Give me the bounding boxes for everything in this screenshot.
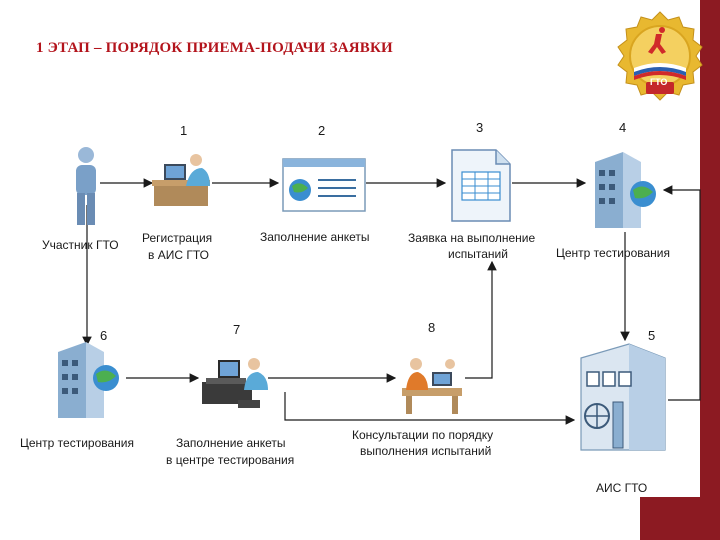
registration-workstation-icon: [152, 154, 210, 206]
registration-label-line1: Регистрация: [142, 231, 213, 245]
step-number-2: 2: [318, 123, 326, 138]
form-center-label-line1: Заполнение анкеты: [176, 436, 286, 450]
form-center-workstation-icon: [202, 358, 268, 408]
slide-title: 1 ЭТАП – ПОРЯДОК ПРИЕМА-ПОДАЧИ ЗАЯВКИ: [36, 40, 393, 56]
arrow-form-center-to-ais: [284, 392, 576, 425]
step-number-8: 8: [428, 320, 436, 335]
ais-gto-label: АИС ГТО: [596, 481, 648, 495]
logo-text: ГТО: [650, 77, 668, 87]
questionnaire-form-icon: [282, 158, 366, 212]
form-center-label-line2: в центре тестирования: [166, 453, 295, 467]
gto-medal-icon: [617, 11, 703, 101]
application-document-icon: [451, 149, 511, 222]
ais-gto-server-icon: [580, 343, 666, 451]
registration-label-line2: в АИС ГТО: [148, 248, 209, 262]
step-number-4: 4: [619, 120, 627, 135]
form-label: Заполнение анкеты: [260, 230, 370, 244]
step-number-1: 1: [180, 123, 188, 138]
consult-label-line2: выполнения испытаний: [360, 444, 492, 458]
step-number-3: 3: [476, 120, 484, 135]
step-number-5: 5: [648, 328, 656, 343]
testing-center-top-icon: [595, 152, 656, 228]
arrow-consult-to-application: [465, 260, 497, 379]
application-label-line2: испытаний: [448, 247, 508, 261]
consultation-workstation-icon: [402, 358, 462, 414]
testing-center-top-label: Центр тестирования: [556, 246, 671, 260]
arrow-ais-to-center: [662, 185, 701, 401]
participant-label: Участник ГТО: [42, 238, 119, 252]
step-number-7: 7: [233, 322, 241, 337]
application-label-line1: Заявка на выполнение: [408, 231, 536, 245]
step-number-6: 6: [100, 328, 108, 343]
consult-label-line1: Консультации по порядку: [352, 428, 494, 442]
testing-center-bottom-label: Центр тестирования: [20, 436, 135, 450]
testing-center-bottom-icon: [58, 342, 119, 418]
participant-person-icon: [76, 147, 96, 225]
